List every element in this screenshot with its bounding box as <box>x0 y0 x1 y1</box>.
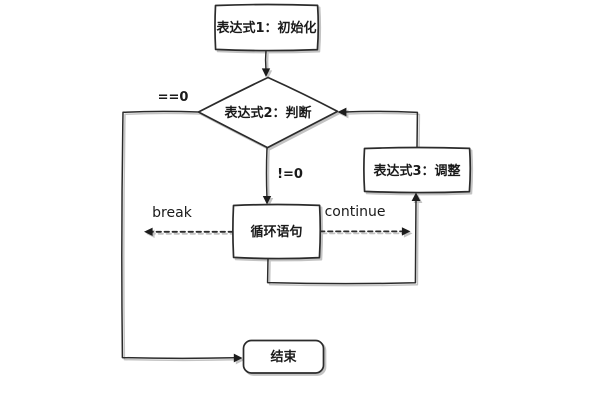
edge-label-continue: continue <box>325 204 386 220</box>
node-adjust-box <box>363 146 472 194</box>
node-init-box <box>214 3 320 52</box>
edge-label-eq-zero: ==0 <box>158 90 189 105</box>
edge-condition-neqzero-to-loop <box>265 147 268 199</box>
edge-loop-to-adjust <box>266 199 417 285</box>
node-init-label: 表达式1：初始化 <box>215 20 316 36</box>
node-condition-diamond <box>197 76 339 149</box>
flowchart-shapes <box>121 3 472 374</box>
edge-label-neq-zero: !=0 <box>277 167 303 182</box>
node-end-label: 结束 <box>270 349 297 365</box>
edge-adjust-to-condition <box>344 110 419 149</box>
arrowhead-into-end <box>233 353 243 363</box>
arrowhead-into-loop-top <box>262 196 272 205</box>
arrowhead-into-condition-right <box>337 107 347 117</box>
node-end-box <box>242 339 325 374</box>
edge-condition-eqzero-to-end <box>121 110 235 360</box>
arrowhead-into-condition-top <box>261 68 271 77</box>
arrowhead-into-adjust-bottom <box>411 192 421 201</box>
node-loop-box <box>232 203 322 260</box>
node-loop-body-label: 循环语句 <box>250 224 302 240</box>
node-condition-label: 表达式2：判断 <box>223 105 311 121</box>
edge-label-break: break <box>152 205 193 221</box>
arrowhead-continue-right <box>401 227 411 236</box>
arrowhead-break-left <box>144 227 153 236</box>
node-adjust-label: 表达式3：调整 <box>372 163 461 179</box>
